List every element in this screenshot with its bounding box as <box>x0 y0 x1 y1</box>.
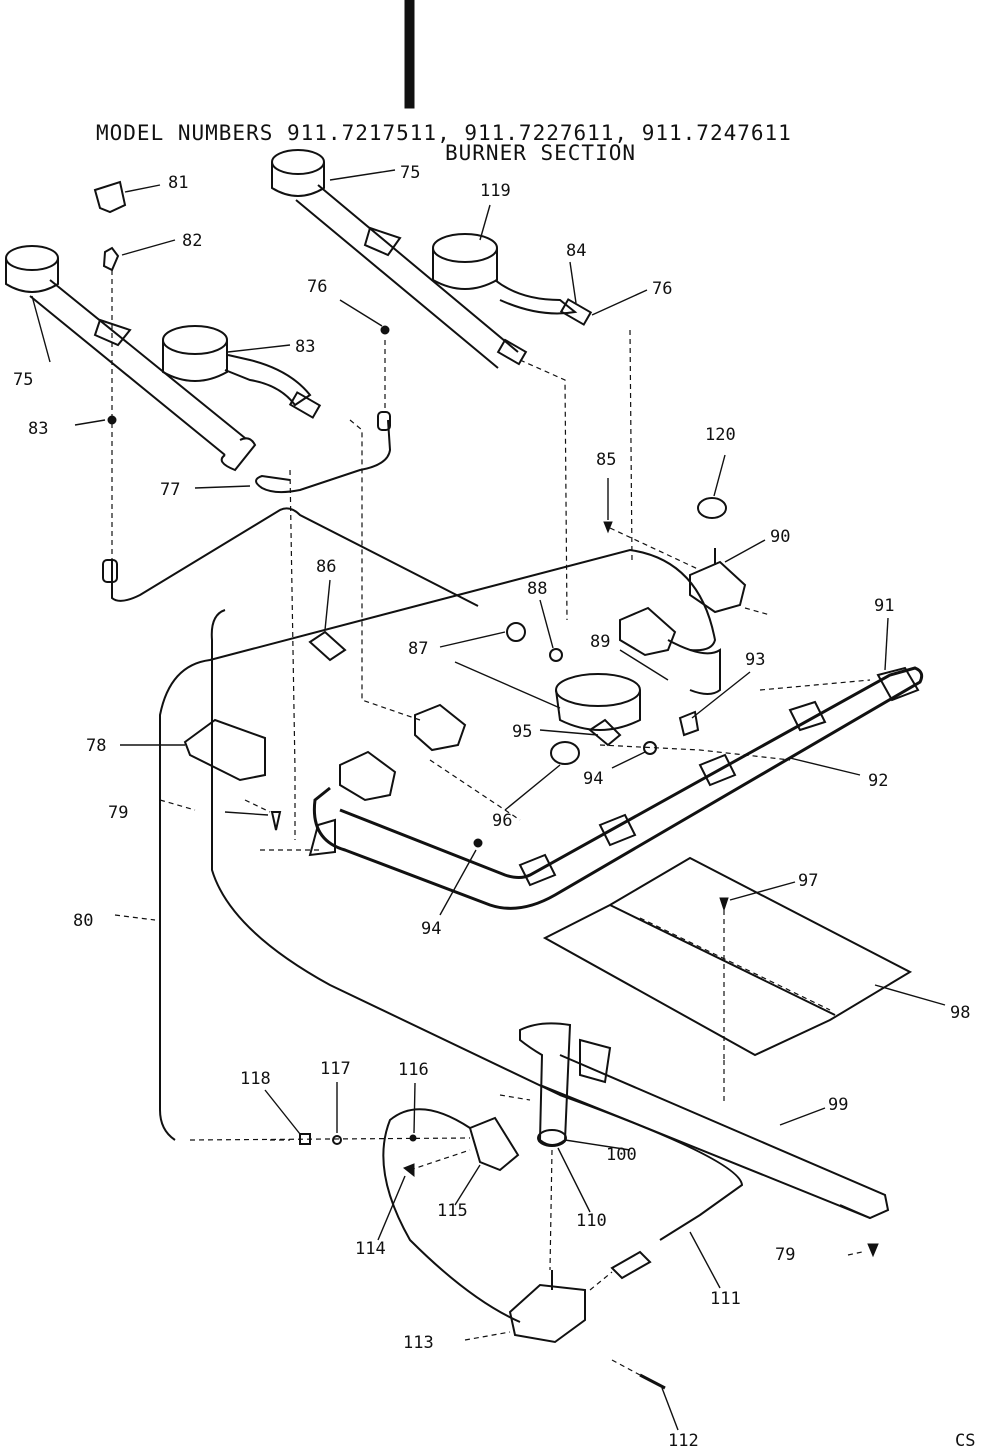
leader-lines <box>31 169 946 1431</box>
registration-bar <box>404 0 415 109</box>
tube-fitting-111 <box>610 1250 652 1280</box>
bracket-78 <box>183 718 266 782</box>
callout: 119 <box>480 181 511 201</box>
section-title: BURNER SECTION <box>445 141 636 165</box>
callout: 89 <box>590 632 610 652</box>
callout: 120 <box>705 425 736 445</box>
callout: 93 <box>745 650 765 670</box>
callout: 90 <box>770 527 790 547</box>
callout: 94 <box>421 919 441 939</box>
gas-tube-77 <box>111 419 479 607</box>
fitting-76-center <box>380 325 390 335</box>
valve-89 <box>619 606 677 657</box>
callout: 84 <box>566 241 586 261</box>
callout: 112 <box>668 1431 699 1451</box>
left-burner-assembly <box>5 245 322 472</box>
corner-mark: CS <box>955 1431 975 1451</box>
screw-79-upper <box>270 811 282 831</box>
capillary-tube <box>382 1108 521 1323</box>
model-numbers-heading: MODEL NUMBERS 911.7217511, 911.7227611, … <box>96 121 792 145</box>
part-117 <box>332 1135 342 1145</box>
valve-90 <box>689 560 747 614</box>
callout: 113 <box>403 1333 434 1353</box>
callout: 111 <box>710 1289 741 1309</box>
callout: 88 <box>527 579 547 599</box>
safety-valve-115 <box>468 1116 520 1172</box>
screw-114 <box>403 1163 415 1178</box>
orifice-82 <box>102 246 120 272</box>
manifold-rail-92 <box>308 666 924 910</box>
callout: 83 <box>295 337 315 357</box>
washer-88 <box>549 648 563 662</box>
spark-wire <box>454 661 561 709</box>
callout: 76 <box>307 277 327 297</box>
callout: 87 <box>408 639 428 659</box>
callout: 91 <box>874 596 894 616</box>
washer-87 <box>506 622 526 642</box>
knob-insert-120 <box>697 497 727 519</box>
callout: 118 <box>240 1069 271 1089</box>
callout: 97 <box>798 871 818 891</box>
part-96 <box>550 741 580 765</box>
orifice-holder-86 <box>308 630 347 662</box>
part-85 <box>603 521 613 534</box>
bracket-81 <box>93 180 127 214</box>
manifold-tube-80 <box>159 548 717 1141</box>
callout: 116 <box>398 1060 429 1080</box>
callout: 76 <box>652 279 672 299</box>
callout: 92 <box>868 771 888 791</box>
callout: 94 <box>583 769 603 789</box>
callout: 77 <box>160 480 180 500</box>
screw-97 <box>719 897 729 912</box>
callout: 78 <box>86 736 106 756</box>
callout: 114 <box>355 1239 386 1259</box>
callout: 115 <box>437 1201 468 1221</box>
valve-center-b <box>339 750 397 802</box>
callout: 80 <box>73 911 93 931</box>
callout: 98 <box>950 1003 970 1023</box>
callout: 110 <box>576 1211 607 1231</box>
regulator-95 <box>555 673 641 747</box>
callout: 75 <box>400 163 420 183</box>
screw-112 <box>639 1373 666 1390</box>
callout: 79 <box>108 803 128 823</box>
callout: 96 <box>492 811 512 831</box>
callout: 100 <box>606 1145 637 1165</box>
callout: 79 <box>775 1245 795 1265</box>
right-burner-assembly <box>271 149 593 369</box>
thermostat-113 <box>508 1283 586 1344</box>
callout-labels: 75 81 82 76 83 75 83 119 84 76 77 85 120… <box>13 163 970 1451</box>
alignment-lines <box>111 270 871 1376</box>
valve-center-a <box>414 703 467 752</box>
callout: 81 <box>168 173 188 193</box>
callout: 75 <box>13 370 33 390</box>
callout: 117 <box>320 1059 351 1079</box>
heat-shield-98 <box>542 856 913 1057</box>
part-93 <box>678 710 700 737</box>
screw-94-lower <box>473 838 483 848</box>
callout: 82 <box>182 231 202 251</box>
oven-burner-99 <box>539 1038 890 1220</box>
callout: 85 <box>596 450 616 470</box>
callout: 99 <box>828 1095 848 1115</box>
callout: 95 <box>512 722 532 742</box>
connector-100-110 <box>519 1022 572 1147</box>
callout: 86 <box>316 557 336 577</box>
screw-79-lower <box>867 1243 879 1258</box>
callout: 83 <box>28 419 48 439</box>
